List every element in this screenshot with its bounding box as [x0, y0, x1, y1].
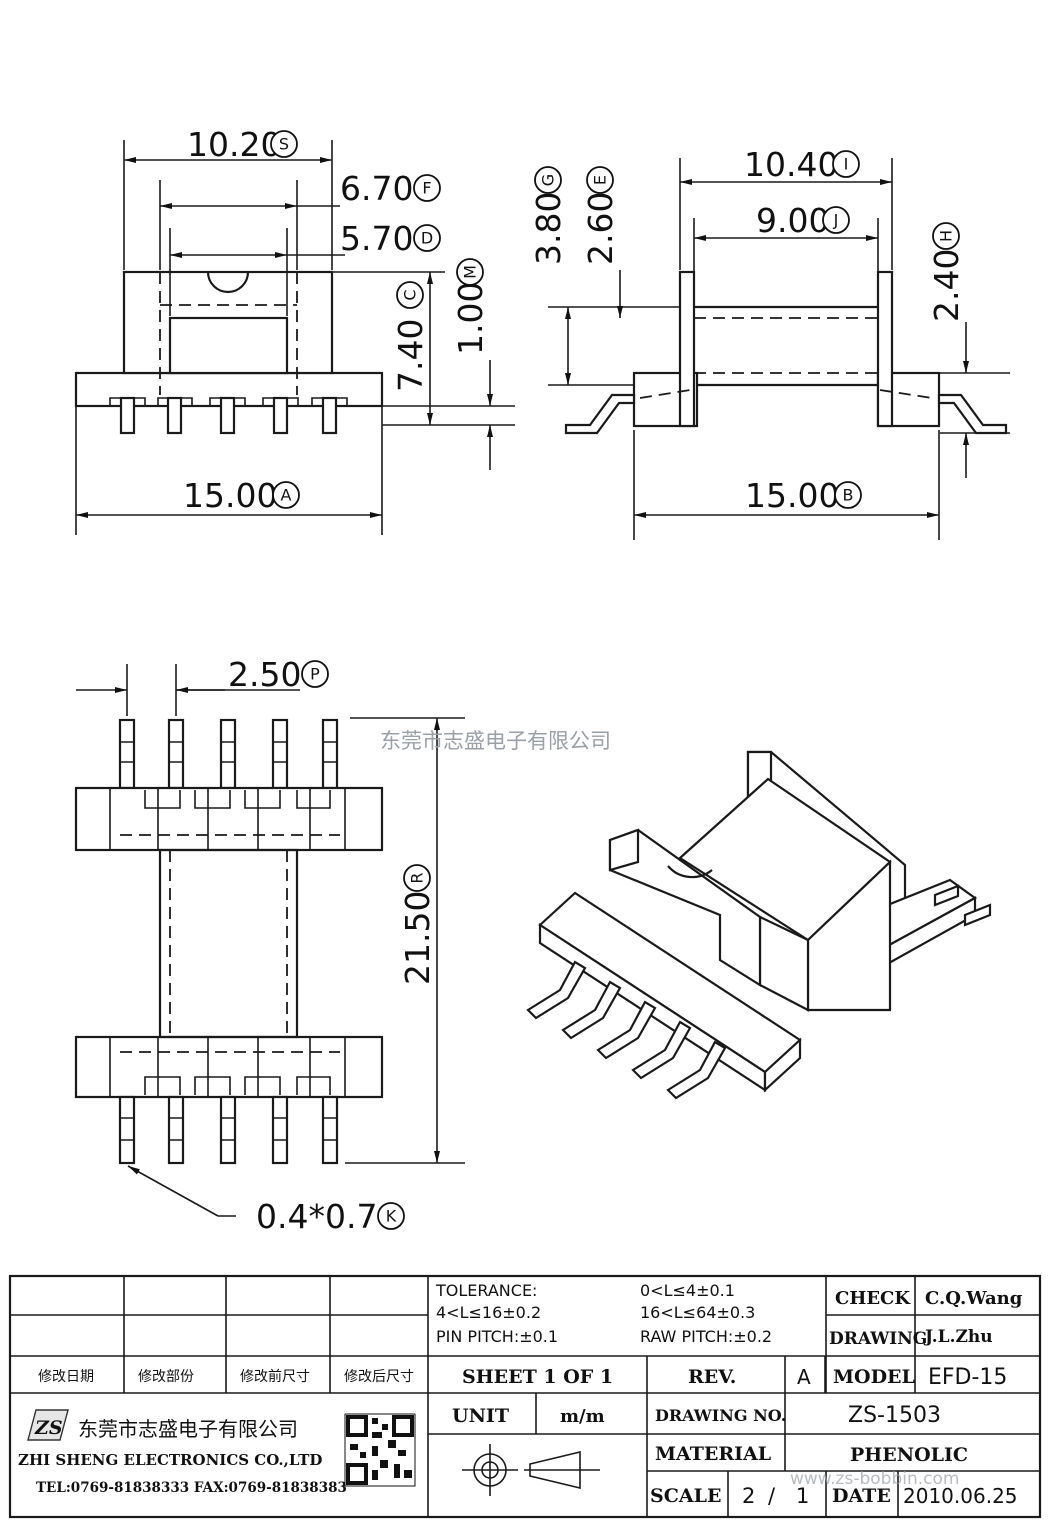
company-cn: 东莞市志盛电子有限公司 [78, 1417, 298, 1441]
dim-21-50-value: 21.50 [398, 891, 437, 985]
model-label: MODEL [833, 1366, 915, 1388]
pin-pitch: PIN PITCH:±0.1 [436, 1327, 558, 1346]
dim-10-20-tag: S [279, 135, 289, 154]
dim-15-00a-value: 15.00 [183, 476, 277, 515]
sheet-info: SHEET 1 OF 1 [462, 1366, 613, 1388]
unit-value: m/m [560, 1406, 605, 1427]
dim-9-00-tag: J [833, 211, 839, 230]
dim-15-00a-tag: A [281, 486, 292, 505]
tolerance-range-1: 0<L≤4±0.1 [640, 1281, 735, 1300]
zs-logo-icon: ZS [27, 1409, 69, 1441]
scale-num: 2 [742, 1484, 755, 1508]
dim-5-70-tag: D [421, 229, 433, 248]
dim-21-50-tag: R [408, 872, 427, 883]
front-view: 10.20 S 6.70 F 5.70 D 7.40 C 1.00 M 15.0… [74, 125, 515, 535]
date-label: DATE [832, 1485, 891, 1507]
dim-2-40-tag: H [937, 230, 956, 242]
qr-code-icon [344, 1413, 416, 1487]
iso-leads [526, 884, 992, 1100]
top-view-upper-pins [118, 718, 339, 790]
dim-pin-size-value: 0.4*0.7 [256, 1197, 377, 1236]
dim-5-70-value: 5.70 [340, 219, 413, 258]
tolerance-label: TOLERANCE: [435, 1281, 537, 1300]
raw-pitch: RAW PITCH:±0.2 [640, 1327, 772, 1346]
drawing-label: DRAWING [829, 1329, 927, 1349]
top-view-lower-pins [118, 1095, 339, 1165]
rev-col-part: 修改部份 [138, 1369, 194, 1385]
dim-10-20-value: 10.20 [187, 125, 281, 164]
dim-7-40-tag: C [401, 289, 420, 300]
rev-col-before: 修改前尺寸 [240, 1368, 310, 1385]
watermark-url: www.zs-bobbin.com [790, 1469, 959, 1489]
drawing-no-value: ZS-1503 [848, 1403, 941, 1428]
dim-2-50-value: 2.50 [228, 655, 301, 694]
check-value: C.Q.Wang [925, 1288, 1023, 1309]
watermark-company: 东莞市志盛电子有限公司 [380, 729, 611, 753]
drawing-no-label: DRAWING NO. [655, 1406, 786, 1425]
dim-15-00b-tag: B [843, 486, 854, 505]
material-label: MATERIAL [655, 1443, 771, 1465]
top-view: 2.50 P 21.50 R 0.4*0.7 K [74, 655, 465, 1236]
projection-symbol-icon [462, 1444, 600, 1496]
tolerance-range-3: 16<L≤64±0.3 [640, 1303, 755, 1322]
model-value: EFD-15 [928, 1365, 1007, 1390]
rev-col-after: 修改后尺寸 [344, 1369, 414, 1385]
dim-2-50-tag: P [310, 665, 320, 684]
logo-text: ZS [34, 1417, 63, 1439]
dim-10-40-tag: I [844, 155, 849, 174]
dim-6-70-value: 6.70 [340, 169, 413, 208]
check-label: CHECK [835, 1288, 911, 1309]
unit-label: UNIT [452, 1405, 509, 1427]
rev-label: REV. [688, 1366, 736, 1388]
company-en: ZHI SHENG ELECTRONICS CO.,LTD [18, 1451, 322, 1469]
dim-6-70-tag: F [422, 179, 431, 198]
dim-7-40-value: 7.40 [391, 319, 430, 392]
tolerance-range-2: 4<L≤16±0.2 [436, 1303, 541, 1322]
dim-3-80-value: 3.80 [529, 192, 568, 265]
front-pins [109, 396, 348, 435]
dim-15-00b-value: 15.00 [745, 476, 839, 515]
dim-1-00-tag: M [461, 265, 480, 279]
rev-col-date: 修改日期 [38, 1369, 94, 1385]
scale-den: 1 [796, 1484, 809, 1508]
dim-3-80-tag: G [539, 174, 558, 186]
company-phone: TEL:0769-81838333 FAX:0769-81838383 [36, 1480, 347, 1496]
dim-2-60-value: 2.60 [581, 192, 620, 265]
material-value: PHENOLIC [850, 1444, 968, 1466]
rev-value: A [797, 1365, 811, 1389]
isometric-view [526, 750, 992, 1100]
drawing-value: J.L.Zhu [923, 1327, 993, 1347]
dim-10-40-value: 10.40 [744, 145, 838, 184]
dim-9-00-value: 9.00 [756, 201, 829, 240]
scale-sep: / [768, 1484, 776, 1508]
dim-pin-size-tag: K [386, 1207, 397, 1226]
side-view: 10.40 I 9.00 J 3.80 G 2.60 E 2.40 H 15.0… [529, 145, 1010, 540]
date-value: 2010.06.25 [903, 1484, 1018, 1508]
title-block: TOLERANCE: 0<L≤4±0.1 4<L≤16±0.2 16<L≤64±… [8, 1274, 1042, 1519]
dim-2-60-tag: E [591, 175, 610, 185]
dim-2-40-value: 2.40 [927, 249, 966, 322]
scale-label: SCALE [650, 1485, 721, 1507]
dim-1-00-value: 1.00 [451, 282, 490, 355]
